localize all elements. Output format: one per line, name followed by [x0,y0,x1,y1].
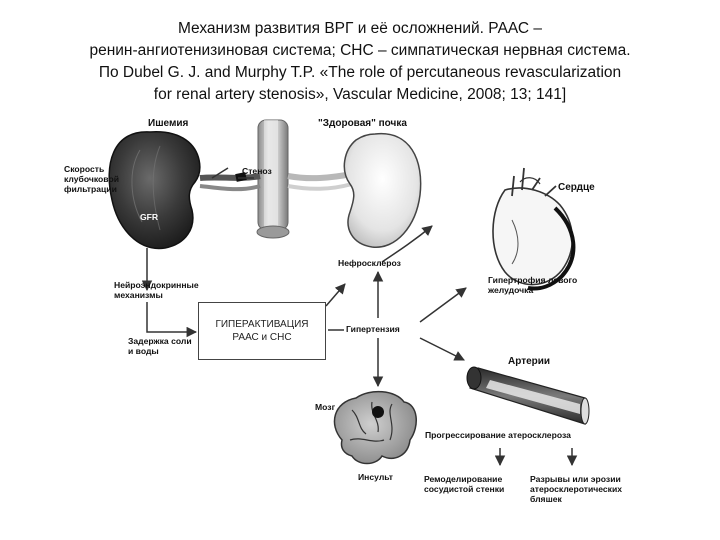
label-gfr-rate: Скорость клубочковой фильтрации [64,164,119,194]
artery-illustration [466,366,590,425]
label-rupture-line-2: атеросклеротических [530,484,623,494]
label-heart: Сердце [558,182,595,193]
label-healthy-kidney: "Здоровая" почка [318,118,407,129]
hyperactivation-line-2: РААС и СНС [232,332,292,343]
diagram-title: Механизм развития ВРГ и её осложнений. Р… [20,18,700,106]
label-remodeling: Ремоделирование сосудистой стенки [424,474,504,494]
flow-lines [141,167,578,467]
label-brain: Мозг [315,402,336,412]
title-line-3: По Dubel G. J. and Murphy T.P. «The role… [98,64,622,81]
label-neuroendocrine-line-2: механизмы [114,290,163,300]
label-lvh: Гипертрофия левого желудочка [488,275,577,295]
title-line-2: ренин-ангиотенизиновая система; СНС – си… [89,42,631,59]
label-neuroendocrine-line-1: Нейроэндокринные [114,280,199,290]
label-gfr-rate-line-1: Скорость [64,164,105,174]
label-stenosis: Стеноз [242,166,272,176]
label-gfr-rate-line-2: клубочковой [64,174,120,184]
label-remodeling-line-2: сосудистой стенки [424,484,505,494]
label-gfr-rate-line-3: фильтрации [64,184,117,194]
label-salt-retention-line-2: и воды [128,346,159,356]
label-neuroendocrine: Нейроэндокринные механизмы [114,280,199,300]
label-lvh-line-2: желудочка [488,285,534,295]
renal-arteries [199,171,353,192]
label-rupture-line-1: Разрывы или эрозии [530,474,621,484]
label-nephrosclerosis: Нефросклероз [338,258,401,268]
label-gfr: GFR [140,212,159,222]
brain-icon [333,390,417,465]
label-salt-retention-line-1: Задержка соли [128,336,192,346]
aorta-illustration [256,119,290,239]
hyperactivation-box: ГИПЕРАКТИВАЦИЯ РААС и СНС [198,302,326,360]
hyperactivation-line-1: ГИПЕРАКТИВАЦИЯ [215,319,309,330]
label-lvh-line-1: Гипертрофия левого [488,275,578,285]
healthy-kidney [343,132,422,248]
label-stroke: Инсульт [358,472,394,482]
label-rupture-line-3: бляшек [530,494,562,504]
label-atherosclerosis: Прогрессирование атеросклероза [425,430,571,440]
title-line-1: Механизм развития ВРГ и её осложнений. Р… [177,20,543,37]
label-remodeling-line-1: Ремоделирование [424,474,503,484]
ischemic-kidney [108,131,201,250]
heart-icon [492,167,576,291]
label-salt-retention: Задержка соли и воды [128,336,192,356]
label-arteries: Артерии [508,356,551,367]
title-line-4: for renal artery stenosis», Vascular Med… [153,86,567,103]
label-hypertension: Гипертензия [346,324,400,334]
label-rupture: Разрывы или эрозии атеросклеротических б… [530,474,622,504]
label-ischemia: Ишемия [148,118,189,129]
